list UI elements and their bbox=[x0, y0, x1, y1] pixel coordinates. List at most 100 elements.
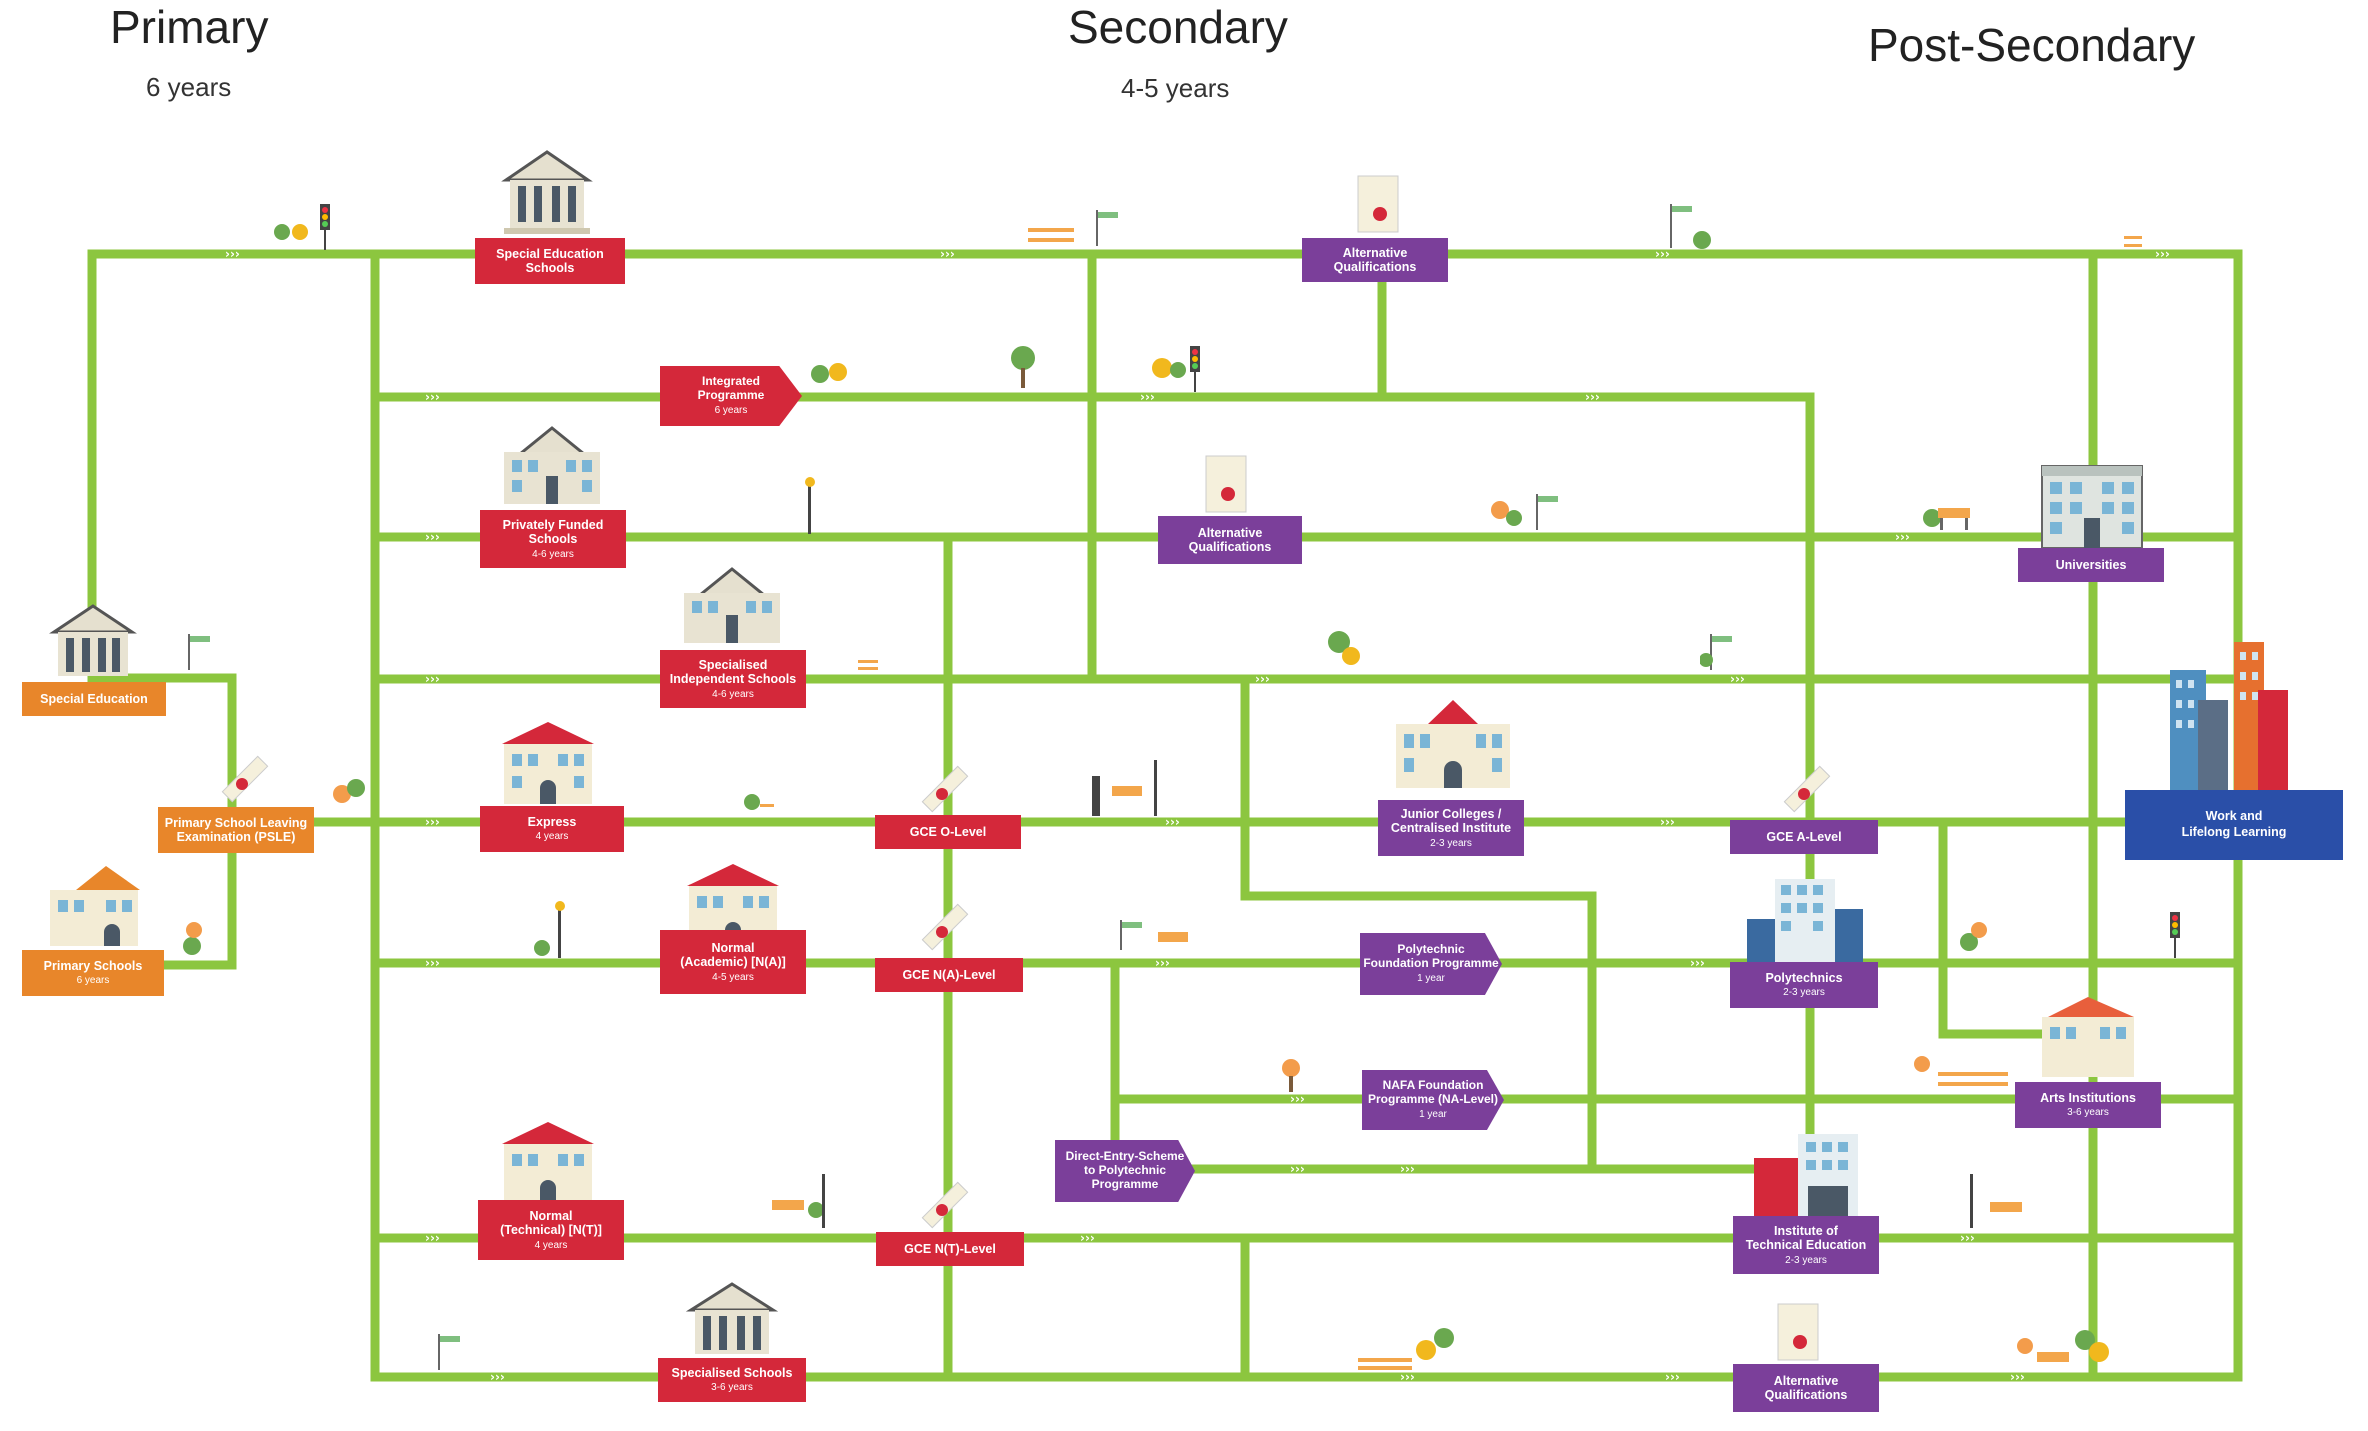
gce-o-level-banner[interactable]: GCE O-Level bbox=[875, 815, 1021, 849]
traffic-light-icon bbox=[320, 204, 330, 250]
special-education-schools-banner[interactable]: Special Education Schools bbox=[475, 238, 625, 284]
nafa-foundation-programme-arrow[interactable]: NAFA Foundation Programme (NA-Level)1 ye… bbox=[1362, 1070, 1504, 1130]
node-label: Alternative Qualifications bbox=[1764, 1373, 1848, 1402]
tree-icon bbox=[1328, 631, 1360, 665]
svg-text:›››: ››› bbox=[425, 815, 440, 829]
tree-icon bbox=[1358, 1328, 1454, 1370]
svg-text:›››: ››› bbox=[1665, 1370, 1680, 1384]
svg-text:›››: ››› bbox=[2155, 247, 2170, 261]
work-lifelong-learning-banner[interactable]: Work and Lifelong Learning bbox=[2125, 790, 2343, 860]
node-label: Express bbox=[527, 815, 577, 830]
signpost-icon bbox=[188, 634, 210, 670]
tree-icon bbox=[274, 224, 308, 240]
node-label: Specialised Schools bbox=[671, 1366, 793, 1381]
normal-academic-banner[interactable]: Normal (Academic) [N(A)]4-5 years bbox=[660, 930, 806, 994]
school-building-icon bbox=[502, 1122, 594, 1204]
node-label: Universities bbox=[2055, 557, 2127, 572]
street-lamp-icon bbox=[534, 901, 565, 958]
secondary-duration: 4-5 years bbox=[1121, 73, 1230, 103]
node-duration: 1 year bbox=[1417, 973, 1445, 985]
node-label: GCE A-Level bbox=[1766, 829, 1842, 844]
node-label: Integrated Programme bbox=[697, 374, 765, 403]
svg-text:›››: ››› bbox=[940, 247, 955, 261]
fence-icon bbox=[2124, 236, 2142, 247]
svg-text:›››: ››› bbox=[425, 390, 440, 404]
node-label: Institute of Technical Education bbox=[1745, 1223, 1867, 1253]
direct-entry-scheme-arrow[interactable]: Direct-Entry-Scheme to Polytechnic Progr… bbox=[1055, 1140, 1195, 1202]
tree-icon bbox=[1491, 501, 1522, 526]
school-building-icon bbox=[2042, 997, 2134, 1077]
street-lamp-icon bbox=[805, 477, 815, 534]
node-label: Junior Colleges / Centralised Institute bbox=[1390, 806, 1512, 836]
school-building-icon bbox=[502, 722, 594, 804]
node-label: Normal (Academic) [N(A)] bbox=[680, 940, 786, 970]
tree-icon bbox=[1923, 509, 1941, 527]
node-duration: 2-3 years bbox=[1783, 987, 1825, 999]
primary-duration: 6 years bbox=[146, 72, 232, 102]
tree-icon bbox=[2017, 1330, 2109, 1362]
svg-text:›››: ››› bbox=[425, 956, 440, 970]
diploma-scroll-icon bbox=[921, 903, 969, 951]
node-duration: 4 years bbox=[535, 831, 569, 843]
svg-text:›››: ››› bbox=[1290, 1092, 1305, 1106]
svg-text:›››: ››› bbox=[1660, 815, 1675, 829]
svg-text:›››: ››› bbox=[1730, 672, 1745, 686]
svg-text:›››: ››› bbox=[1400, 1162, 1415, 1176]
secondary-title: Secondary bbox=[1068, 1, 1288, 53]
alternative-qualifications-banner[interactable]: Alternative Qualifications bbox=[1302, 238, 1448, 282]
gce-nt-level-banner[interactable]: GCE N(T)-Level bbox=[876, 1232, 1024, 1266]
universities-banner[interactable]: Universities bbox=[2018, 548, 2164, 582]
psle-banner[interactable]: Primary School Leaving Examination (PSLE… bbox=[158, 807, 314, 853]
svg-text:›››: ››› bbox=[1290, 1162, 1305, 1176]
gce-a-level-banner[interactable]: GCE A-Level bbox=[1730, 820, 1878, 854]
school-building-icon bbox=[685, 1282, 779, 1354]
svg-text:›››: ››› bbox=[1655, 247, 1670, 261]
node-duration: 4-6 years bbox=[532, 548, 574, 560]
gce-na-level-banner[interactable]: GCE N(A)-Level bbox=[875, 958, 1023, 992]
node-label: GCE N(A)-Level bbox=[902, 967, 996, 982]
svg-text:›››: ››› bbox=[1155, 956, 1170, 970]
svg-text:›››: ››› bbox=[425, 672, 440, 686]
polytechnic-foundation-programme-arrow[interactable]: Polytechnic Foundation Programme 1 year bbox=[1360, 933, 1502, 995]
svg-text:›››: ››› bbox=[1080, 1231, 1095, 1245]
signpost-icon bbox=[438, 1334, 460, 1370]
node-duration: 6 years bbox=[76, 975, 110, 987]
node-label: Arts Institutions bbox=[2040, 1091, 2136, 1106]
school-building-icon bbox=[501, 150, 593, 234]
tree-icon bbox=[1282, 1059, 1300, 1092]
signpost-icon bbox=[1700, 634, 1732, 670]
fence-icon bbox=[858, 660, 878, 670]
alternative-qualifications-banner[interactable]: Alternative Qualifications bbox=[1158, 516, 1302, 564]
normal-technical-banner[interactable]: Normal (Technical) [N(T)]4 years bbox=[478, 1200, 624, 1260]
integrated-programme-arrow[interactable]: Integrated Programme 6 years bbox=[660, 366, 802, 426]
node-label: Polytechnic Foundation Programme bbox=[1363, 942, 1499, 971]
fence-icon bbox=[1028, 228, 1074, 242]
node-label: GCE O-Level bbox=[909, 824, 987, 839]
tree-icon bbox=[744, 794, 774, 810]
svg-text:›››: ››› bbox=[425, 530, 440, 544]
node-label: Primary School Leaving Examination (PSLE… bbox=[164, 815, 308, 844]
svg-text:›››: ››› bbox=[1165, 815, 1180, 829]
tree-icon bbox=[1152, 358, 1186, 378]
node-label: Alternative Qualifications bbox=[1188, 525, 1272, 554]
special-education-banner[interactable]: Special Education bbox=[22, 682, 166, 716]
bench-icon bbox=[1120, 920, 1188, 950]
school-building-icon bbox=[1754, 1134, 1858, 1216]
city-skyline-icon bbox=[2170, 642, 2288, 790]
diploma-scroll-icon bbox=[1205, 455, 1247, 513]
fence-icon bbox=[1914, 1056, 2008, 1086]
alternative-qualifications-banner[interactable]: Alternative Qualifications bbox=[1733, 1364, 1879, 1412]
svg-text:›››: ››› bbox=[425, 1231, 440, 1245]
bench-icon bbox=[1938, 508, 1970, 530]
node-duration: 4-5 years bbox=[712, 971, 754, 983]
node-duration: 6 years bbox=[714, 405, 748, 417]
